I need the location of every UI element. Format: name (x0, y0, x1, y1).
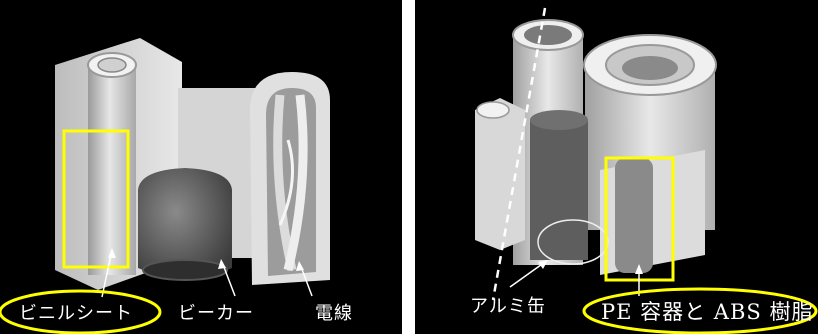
label-vinyl-sheet: ビニルシート (19, 303, 133, 324)
label-aluminum-can: アルミ缶 (470, 296, 546, 317)
left-ct-image-panel: ビニルシート ビーカー 電線 (0, 0, 402, 334)
label-pe-abs: PE 容器と ABS 樹脂 (601, 300, 813, 324)
right-ct-render: アルミ缶 PE 容器と ABS 樹脂 (415, 0, 818, 334)
arrow-aluminum-can (510, 262, 545, 287)
left-ct-render: ビニルシート ビーカー 電線 (0, 0, 402, 334)
right-ct-image-panel: アルミ缶 PE 容器と ABS 樹脂 (415, 0, 818, 334)
label-beaker: ビーカー (178, 303, 254, 324)
label-wire: 電線 (315, 303, 353, 324)
